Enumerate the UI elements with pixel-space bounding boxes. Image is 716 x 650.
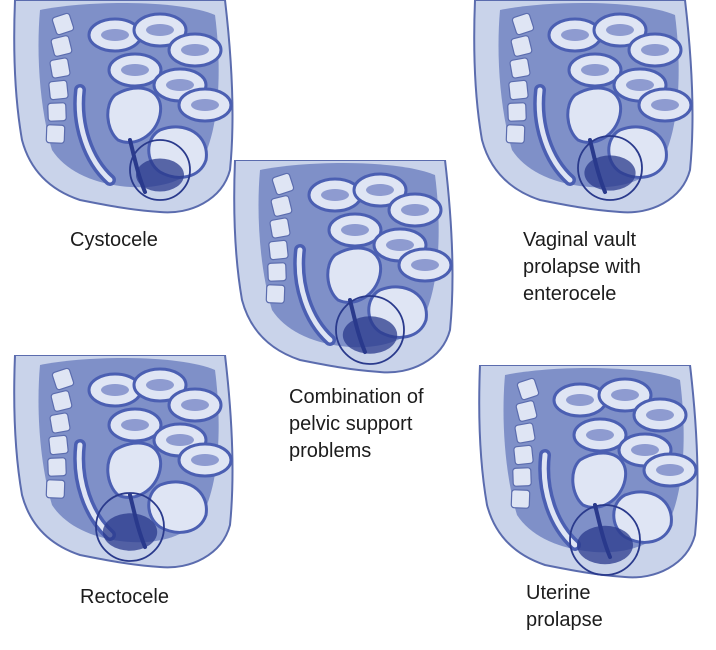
- uterine-illustration: [470, 365, 710, 580]
- vertebra: [506, 125, 525, 144]
- intestine-lumen: [341, 224, 369, 236]
- vertebra: [266, 285, 285, 304]
- vertebra: [268, 263, 287, 282]
- panel-cystocele: [10, 0, 240, 215]
- intestine-lumen: [321, 189, 349, 201]
- prolapse-bulge: [577, 526, 633, 565]
- vertebra: [48, 103, 67, 122]
- vertebra: [50, 413, 71, 434]
- intestine-lumen: [651, 99, 679, 111]
- intestine-lumen: [146, 379, 174, 391]
- combination-illustration: [230, 160, 460, 375]
- intestine-lumen: [611, 389, 639, 401]
- intestine-lumen: [566, 394, 594, 406]
- caption-uterine: Uterine prolapse: [526, 580, 603, 634]
- vertebra: [50, 58, 71, 79]
- vertebra: [511, 490, 530, 509]
- vertebra: [513, 468, 532, 487]
- caption-rectocele: Rectocele: [80, 584, 169, 611]
- panel-uterine: [470, 365, 710, 580]
- caption-combination: Combination of pelvic support problems: [289, 384, 424, 465]
- intestine-lumen: [586, 429, 614, 441]
- intestine-lumen: [121, 419, 149, 431]
- intestine-lumen: [146, 24, 174, 36]
- vertebra: [46, 480, 65, 499]
- intestine-lumen: [581, 64, 609, 76]
- vertebra: [514, 445, 534, 465]
- caption-cystocele: Cystocele: [70, 227, 158, 254]
- intestine-lumen: [166, 434, 194, 446]
- intestine-lumen: [191, 454, 219, 466]
- vertebra: [509, 80, 529, 100]
- panel-combination: [230, 160, 460, 375]
- vertebra: [46, 125, 65, 144]
- intestine-lumen: [561, 29, 589, 41]
- intestine-lumen: [181, 399, 209, 411]
- vertebra: [508, 103, 527, 122]
- intestine-lumen: [181, 44, 209, 56]
- intestine-lumen: [101, 29, 129, 41]
- intestine-lumen: [631, 444, 659, 456]
- intestine-lumen: [646, 409, 674, 421]
- intestine-lumen: [606, 24, 634, 36]
- vertebra: [516, 400, 538, 422]
- intestine-lumen: [656, 464, 684, 476]
- intestine-lumen: [121, 64, 149, 76]
- vertebra: [51, 390, 73, 412]
- intestine-lumen: [191, 99, 219, 111]
- prolapse-bulge: [584, 155, 635, 190]
- vertebra: [510, 58, 531, 79]
- rectocele-illustration: [10, 355, 240, 570]
- prolapse-bulge: [136, 159, 184, 192]
- vertebra: [270, 218, 291, 239]
- prolapse-bulge: [343, 316, 397, 353]
- vertebra: [269, 240, 289, 260]
- vertebra: [48, 458, 67, 477]
- intestine-lumen: [411, 259, 439, 271]
- prolapse-bulge: [103, 513, 157, 550]
- vertebra: [271, 195, 293, 217]
- panel-rectocele: [10, 355, 240, 570]
- intestine-lumen: [641, 44, 669, 56]
- intestine-lumen: [401, 204, 429, 216]
- intestine-lumen: [386, 239, 414, 251]
- vertebra: [511, 35, 533, 57]
- caption-vault: Vaginal vault prolapse with enterocele: [523, 227, 641, 308]
- cystocele-illustration: [10, 0, 240, 215]
- vertebra: [51, 35, 73, 57]
- vault-illustration: [460, 0, 710, 215]
- intestine-lumen: [366, 184, 394, 196]
- intestine-lumen: [166, 79, 194, 91]
- panel-vault: [460, 0, 710, 215]
- vertebra: [515, 423, 536, 444]
- vertebra: [49, 435, 69, 455]
- vertebra: [49, 80, 69, 100]
- intestine-lumen: [101, 384, 129, 396]
- intestine-lumen: [626, 79, 654, 91]
